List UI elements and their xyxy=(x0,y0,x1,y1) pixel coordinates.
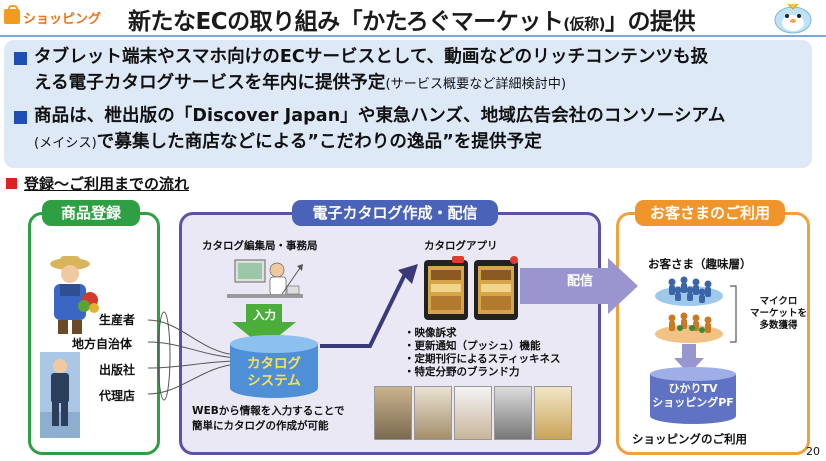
customer-groups-icon xyxy=(655,276,723,343)
catalog-app-tablets-icon xyxy=(424,256,518,320)
header-divider xyxy=(0,35,826,37)
feature-item: ・映像訴求 xyxy=(404,327,457,339)
shopping-usage-label: ショッピングのご利用 xyxy=(632,432,747,446)
web-note-line2: 簡単にカタログの作成が可能 xyxy=(192,420,329,432)
micro-market-line3: 多数獲得 xyxy=(759,320,798,331)
down-arrow-icon xyxy=(674,344,704,374)
farmer-icon xyxy=(50,256,99,334)
catalog-cover-image xyxy=(414,386,452,440)
header-bar xyxy=(0,0,826,34)
hikari-tv-platform-icon xyxy=(650,367,736,424)
intro-note: (メイシス) xyxy=(34,136,97,151)
tab-product-registration: 商品登録 xyxy=(42,200,140,226)
deliver-arrow-icon xyxy=(520,258,638,314)
registrant-local-government: 地方自治体 xyxy=(72,337,133,351)
shopping-logo: ショッピング xyxy=(4,5,116,29)
mascot-icon xyxy=(774,3,812,34)
catalog-app-label: カタログアプリ xyxy=(424,240,498,252)
deliver-label: 配信 xyxy=(567,274,594,289)
intro-line-text: える電子カタログサービスを年内に提供予定 xyxy=(34,73,386,93)
bullet-square xyxy=(14,52,27,65)
hikari-tv-line1: ひかりTV xyxy=(668,382,718,395)
hikari-tv-line2: ショッピングPF xyxy=(652,396,734,409)
hikari-tv-label: ひかりTV ショッピングPF xyxy=(650,382,736,410)
catalog-cover-image xyxy=(534,386,572,440)
registrant-producer: 生産者 xyxy=(99,313,136,327)
micro-market-bracket xyxy=(730,285,737,343)
system-to-app-connector xyxy=(281,264,418,348)
bullet-square xyxy=(14,111,27,124)
registrant-agency: 代理店 xyxy=(99,389,136,403)
editor-label: カタログ編集局・事務局 xyxy=(202,240,318,252)
input-label: 入力 xyxy=(253,308,276,322)
registrant-publisher: 出版社 xyxy=(99,363,136,377)
tab-customer: お客さまのご利用 xyxy=(635,200,785,226)
page-title: 新たなECの取り組み「かたろぐマーケット(仮称)」の提供 xyxy=(128,2,695,36)
intro-line: える電子カタログサービスを年内に提供予定(サービス概要など詳細検討中) xyxy=(34,70,566,98)
flow-section-title: 登録～ご利用までの流れ xyxy=(24,175,190,193)
micro-market-line2: マーケットを xyxy=(750,308,808,319)
web-note-line1: WEBから情報を入力することで xyxy=(192,405,345,417)
intro-line: タブレット端末やスマホ向けのECサービスとして、動画などのリッチコンテンツも扱 xyxy=(34,47,709,67)
section-marker xyxy=(6,178,17,189)
catalog-system-line1: カタログ xyxy=(247,356,301,372)
intro-line: 商品は、枻出版の「Discover Japan」や東急ハンズ、地域広告会社のコン… xyxy=(34,106,726,126)
micro-market-label: マイクロ マーケットを 多数獲得 xyxy=(750,296,807,332)
catalog-system-line2: システム xyxy=(247,373,301,389)
intro-line: (メイシス)で募集した商店などによる”こだわりの逸品”を提供予定 xyxy=(34,129,542,157)
feature-item: ・特定分野のブランド力 xyxy=(404,366,520,378)
businessman-icon xyxy=(40,352,80,438)
title-main: 新たなECの取り組み「かたろぐマーケット xyxy=(128,9,564,35)
input-arrow-icon xyxy=(232,304,296,348)
catalog-cover-image xyxy=(454,386,492,440)
catalog-cover-image xyxy=(374,386,412,440)
intro-box xyxy=(4,40,812,168)
editor-desk-icon xyxy=(227,259,303,298)
title-end: 」の提供 xyxy=(604,9,696,35)
page-number: 20 xyxy=(806,445,820,458)
logo-text: ショッピング xyxy=(23,12,102,27)
title-paren: (仮称) xyxy=(563,15,605,33)
feature-item: ・定期刊行によるスティッキネス xyxy=(404,353,561,365)
feature-item: ・更新通知（プッシュ）機能 xyxy=(404,340,541,352)
tab-catalog: 電子カタログ作成・配信 xyxy=(292,200,498,226)
registration-connectors xyxy=(147,311,237,401)
intro-note: (サービス概要など詳細検討中) xyxy=(385,77,567,92)
intro-line-text: で募集した商店などによる”こだわりの逸品”を提供予定 xyxy=(96,132,542,152)
catalog-cover-image xyxy=(494,386,532,440)
catalog-system-icon xyxy=(230,335,318,398)
catalog-system-label: カタログ システム xyxy=(238,356,310,390)
shopping-bag-icon xyxy=(4,5,20,24)
customer-label: お客さま（趣味層） xyxy=(648,257,752,271)
micro-market-line1: マイクロ xyxy=(759,296,798,307)
